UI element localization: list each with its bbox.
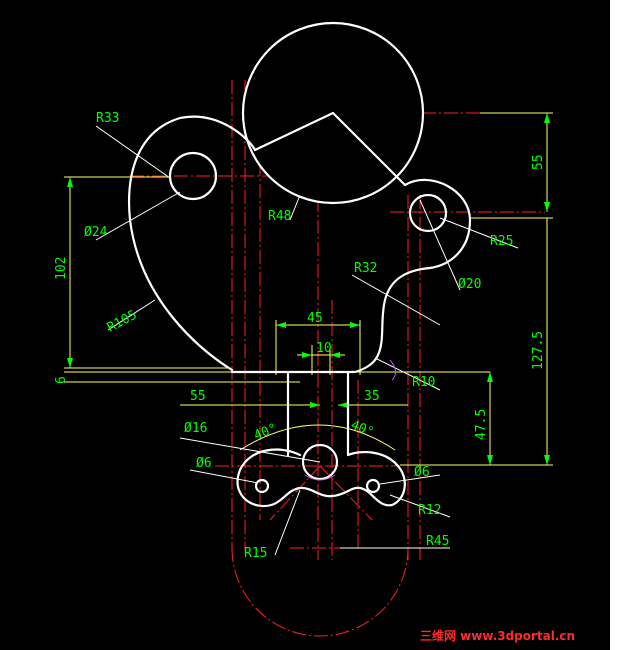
leader-d6-right <box>379 474 441 485</box>
label-r33: R33 <box>96 111 119 126</box>
hole-d16 <box>301 443 339 481</box>
label-35: 35 <box>364 389 380 404</box>
hole-d6-right <box>365 478 381 494</box>
label-40-left: 40° <box>252 421 279 444</box>
arrow-10-right <box>330 352 340 358</box>
label-r32: R32 <box>354 261 377 276</box>
arrow-45-right <box>350 322 360 328</box>
arrow-55-top-a <box>544 113 550 123</box>
top-triangle <box>253 111 407 187</box>
arrow-10-left <box>302 352 312 358</box>
leader-d16 <box>179 437 321 463</box>
right-margin-strip <box>610 0 640 650</box>
arrow-47-b <box>487 455 493 465</box>
arrow-47-a <box>487 372 493 382</box>
leader-lines <box>95 112 519 556</box>
label-127-5: 127.5 <box>531 331 546 370</box>
leader-r33 <box>95 125 171 179</box>
label-55-left: 55 <box>190 389 206 404</box>
label-r48: R48 <box>268 209 291 224</box>
center-arc-bottom <box>231 547 409 637</box>
leader-d20 <box>419 199 461 291</box>
label-10: 10 <box>316 341 332 356</box>
label-d24: Ø24 <box>84 225 108 240</box>
arrow-102-top <box>67 177 73 187</box>
label-r10: R10 <box>412 375 435 390</box>
label-6-left: 6 <box>54 376 69 384</box>
part-outline <box>128 21 472 508</box>
arrow-127-b <box>544 455 550 465</box>
hole-d6-left <box>254 478 270 494</box>
arrow-55-left <box>310 402 320 408</box>
arrow-heads <box>67 113 550 465</box>
leader-d6-left <box>189 469 259 484</box>
leader-r15 <box>274 489 301 556</box>
arrow-102-bottom <box>67 358 73 368</box>
label-r105: R105 <box>105 308 140 336</box>
hole-d24 <box>168 151 218 201</box>
leader-d24 <box>95 191 181 241</box>
watermark: 三维网 www.3dportal.cn <box>420 628 575 643</box>
label-d6-right: Ø6 <box>414 465 430 480</box>
arrow-35 <box>338 402 348 408</box>
label-d20: Ø20 <box>458 277 481 292</box>
hole-d20 <box>408 193 448 233</box>
center-line-diag-2 <box>319 465 373 521</box>
leader-r32 <box>351 274 441 326</box>
dim-40-arc <box>239 424 396 451</box>
arrow-45-left <box>276 322 286 328</box>
label-r15: R15 <box>244 546 267 561</box>
lower-lobes <box>236 448 406 508</box>
label-55-top: 55 <box>531 154 546 170</box>
label-45: 45 <box>307 311 323 326</box>
leader-r25 <box>439 217 519 249</box>
arrow-55-top-b <box>544 202 550 212</box>
label-r12: R12 <box>418 503 441 518</box>
leader-r10 <box>374 357 441 391</box>
label-r45: R45 <box>426 534 449 549</box>
leader-r105 <box>107 299 156 331</box>
center-line-diag-1 <box>269 465 321 521</box>
d16-arc-marker <box>304 474 336 481</box>
label-d16: Ø16 <box>184 421 207 436</box>
label-d6-left: Ø6 <box>196 456 212 471</box>
label-47-5: 47.5 <box>474 409 489 440</box>
r10-arc-marker <box>389 359 396 381</box>
neck <box>286 370 350 457</box>
label-102: 102 <box>54 257 69 280</box>
body-outline <box>128 115 472 374</box>
label-r25: R25 <box>490 234 513 249</box>
